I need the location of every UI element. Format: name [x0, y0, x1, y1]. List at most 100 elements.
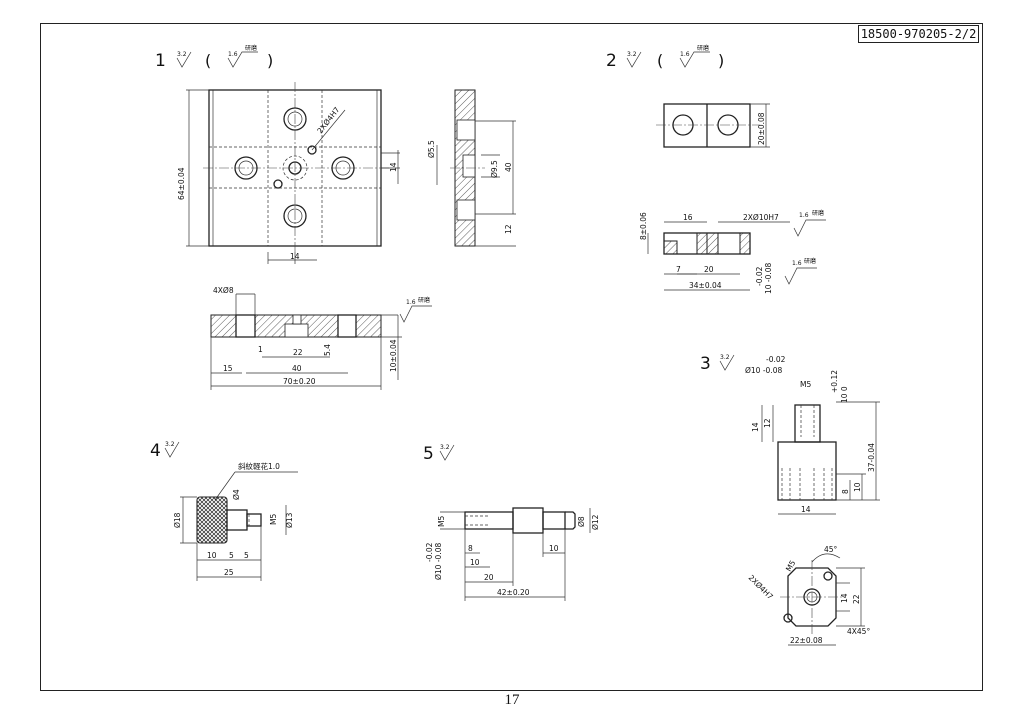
p1-holes4: 4XØ8	[213, 286, 234, 295]
part-1-header: 1 3.2 ( 1.6 研磨 )	[155, 44, 273, 71]
roughness-symbol-icon: 1.6 研磨	[227, 44, 258, 68]
p1-hole-note: 2XØ4H7	[315, 105, 341, 135]
p3-d14b: 14	[840, 593, 849, 603]
p2-h20: 20±0.08	[757, 112, 766, 145]
p4-a5b: 5	[244, 551, 249, 560]
part-1-section-view: 4XØ8 1.6 研磨 1 22 5.4 15 40 70±0.20 10±0.…	[210, 286, 432, 390]
p3-w22: 22±0.08	[790, 636, 823, 645]
p4-d18: Ø18	[173, 512, 182, 528]
p3-m5: M5	[800, 380, 811, 389]
part-1-alt-roughness: 1.6	[228, 51, 238, 58]
part-3-front-view: -0.02 Ø10 -0.08 M5 +0.12 10 0 14 12 37-0…	[745, 355, 880, 515]
svg-text:(: (	[205, 51, 211, 70]
svg-text:): )	[267, 51, 273, 70]
p3-dia: Ø10 -0.08	[745, 366, 782, 375]
p2-tol-top: -0.02	[755, 266, 764, 286]
p1-width: 70±0.20	[283, 377, 316, 386]
p3-tol-h: +0.12	[830, 370, 839, 393]
part-2-note: 研磨	[697, 44, 709, 52]
part-3-roughness: 3.2	[720, 354, 730, 361]
roughness-symbol-icon: 3.2	[164, 441, 180, 458]
p4-d4: Ø4	[232, 489, 241, 500]
p1-w14: 14	[290, 252, 300, 261]
part-4-view: 斜紋軽花1.0 Ø18 Ø4 M5 Ø13 10 5 5 25	[173, 461, 298, 581]
part-4-header: 4 3.2	[150, 441, 180, 461]
p3-m5b: M5	[784, 559, 798, 573]
p2-sr2: 1.6	[792, 260, 802, 267]
part-5-number: 5	[423, 444, 434, 464]
p5-m5: M5	[437, 516, 446, 527]
p1-thick: 10±0.04	[389, 339, 398, 372]
drawing-frame	[40, 23, 983, 691]
p3-d14v: 14	[751, 422, 760, 432]
p5-a8: 8	[468, 544, 473, 553]
p2-tol-main: 10 -0.08	[764, 262, 773, 294]
page-number: 17	[504, 692, 520, 708]
p1-h40: 40	[504, 162, 513, 172]
p2-sr1: 1.6	[799, 212, 809, 219]
p1-height: 64±0.04	[177, 167, 186, 200]
p5-dia: Ø10 -0.08	[434, 543, 443, 580]
p1-d95: Ø9.5	[490, 160, 499, 178]
part-5-header: 5 3.2	[423, 444, 455, 464]
p1-d15: 15	[223, 364, 233, 373]
p3-angle: 45°	[824, 545, 838, 554]
part-4-number: 4	[150, 441, 161, 461]
p5-tol-top: -0.02	[425, 542, 434, 562]
p5-a10b: 10	[549, 544, 559, 553]
p4-a5a: 5	[229, 551, 234, 560]
part-2-header: 2 3.2 ( 1.6 研磨 )	[606, 44, 724, 71]
roughness-symbol-icon: 1.6 研磨	[679, 44, 710, 68]
part-2-roughness: 3.2	[627, 51, 637, 58]
p4-a25: 25	[224, 568, 234, 577]
p1-d40: 40	[292, 364, 302, 373]
p3-h10: 10 0	[840, 386, 849, 403]
part-1-number: 1	[155, 51, 166, 71]
p3-d10: 10	[853, 482, 862, 492]
p1-d55: Ø5.5	[427, 140, 436, 158]
part-5-view: M5 Ø8 Ø12 -0.02 Ø10 -0.08 8 10 10 20 42±…	[425, 507, 600, 601]
p1-sr: 1.6	[406, 299, 416, 306]
part-5-roughness: 3.2	[440, 444, 450, 451]
p3-w14: 14	[801, 505, 811, 514]
roughness-symbol-icon: 3.2	[439, 444, 455, 461]
p3-d8: 8	[841, 489, 850, 494]
part-2-top-view: 20±0.08	[656, 103, 770, 148]
p3-chamfer: 4X45°	[847, 627, 870, 636]
p3-d12: 12	[763, 418, 772, 428]
p2-d20: 20	[704, 265, 714, 274]
part-3-number: 3	[700, 354, 711, 374]
svg-text:(: (	[657, 51, 663, 70]
part-1-side-view: Ø5.5 Ø9.5 40 12	[427, 89, 516, 247]
part-4-roughness: 3.2	[165, 441, 175, 448]
part-1-top-view: 2XØ4H7 64±0.04 14 14	[177, 82, 400, 264]
svg-text:): )	[718, 51, 724, 70]
part-1-note: 研磨	[245, 44, 257, 52]
p4-knurl: 斜紋軽花1.0	[238, 461, 280, 471]
p1-h12: 12	[504, 224, 513, 234]
part-3-header: 3 3.2	[700, 354, 735, 374]
p5-a10: 10	[470, 558, 480, 567]
p1-h14: 14	[389, 162, 398, 172]
roughness-symbol-icon: 3.2	[626, 51, 642, 68]
p3-holes: 2XØ4H7	[747, 573, 775, 601]
p2-d16: 16	[683, 213, 693, 222]
p2-width: 34±0.04	[689, 281, 722, 290]
p5-a20: 20	[484, 573, 494, 582]
p5-a42: 42±0.20	[497, 588, 530, 597]
p2-holes: 2XØ10H7	[743, 213, 779, 222]
part-2-alt-roughness: 1.6	[680, 51, 690, 58]
p2-sr1-note: 研磨	[812, 209, 824, 217]
p1-d1: 1	[258, 345, 263, 354]
roughness-symbol-icon: 3.2	[176, 51, 192, 68]
p3-tol-top: -0.02	[766, 355, 786, 364]
p5-d8: Ø8	[577, 516, 586, 527]
p5-d12: Ø12	[591, 514, 600, 530]
p2-d7: 7	[676, 265, 681, 274]
part-2-number: 2	[606, 51, 617, 71]
p1-d22: 22	[293, 348, 303, 357]
part-3-top-view: 45° M5 2XØ4H7 14 22 4X45° 22±0.08	[747, 545, 870, 646]
part-1-roughness: 3.2	[177, 51, 187, 58]
p2-h8: 8±0.06	[639, 212, 648, 240]
